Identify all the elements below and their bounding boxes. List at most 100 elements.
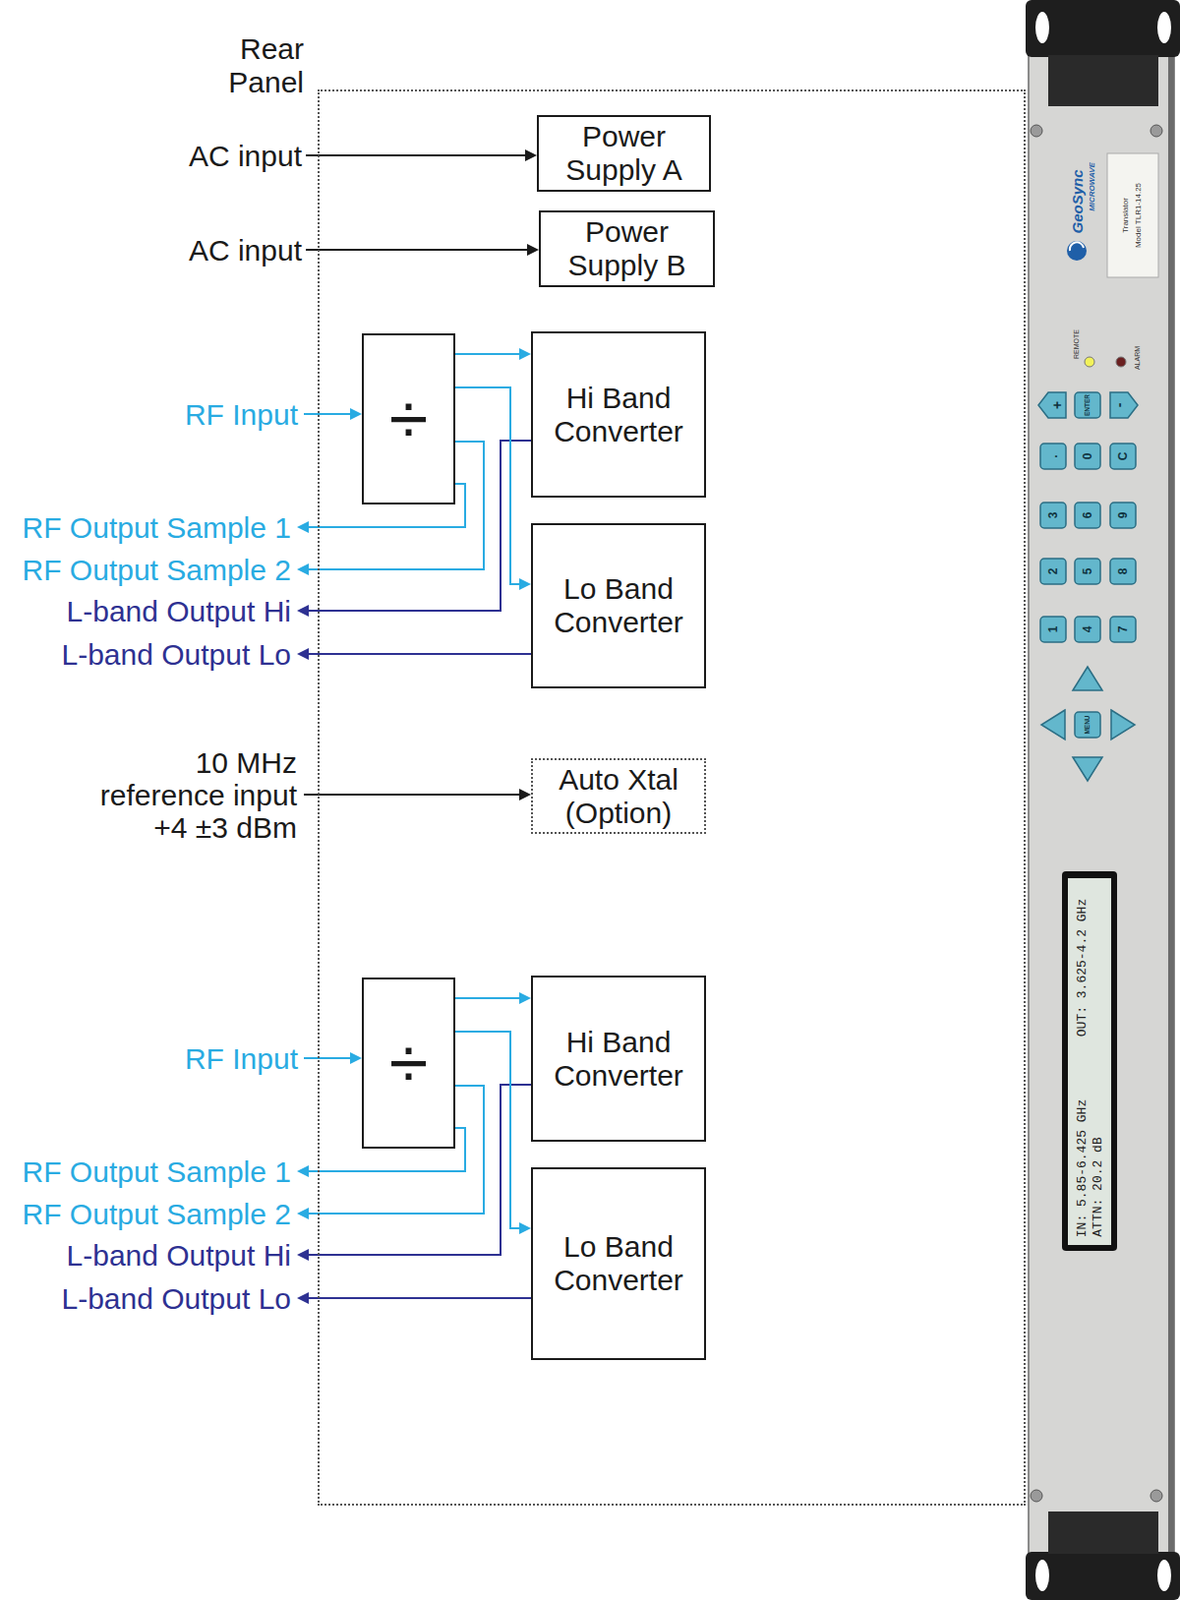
lcd-display [1062,871,1118,1251]
front-panel [1048,1511,1159,1554]
lcd-text: OUT: 3.625-4.2 GHz [1075,898,1089,1037]
key-label: 9 [1117,512,1129,520]
keypad-key [1110,502,1136,529]
key-label: . [1047,454,1060,458]
reference-wire [303,788,531,801]
signal-label: L-band Output Hi [66,594,292,628]
key-label: 8 [1117,568,1129,576]
signal-label: RF Output Sample 1 [22,511,292,544]
box-label: Lo Band Converter [549,572,688,639]
keypad-key [1038,392,1066,418]
front-panel [1025,0,1180,1600]
key-label: - [1112,403,1126,409]
signal-label: L-band Output Lo [60,638,292,671]
keypad-key [1111,709,1135,740]
logo-swirl [1069,241,1084,251]
signal-connector [455,992,531,1004]
l-band-wire [296,1248,309,1261]
connector-line [455,997,521,1000]
signal-label: RF Output Sample 2 [22,553,292,587]
power-supply-box: Power Supply A [536,115,711,191]
rf-wire [296,1207,309,1220]
rf-wire [296,1165,309,1178]
brand-logo: GeoSync [1069,169,1085,234]
arrow-head [519,992,531,1004]
signal-connector [455,387,531,590]
front-panel [1025,0,1180,58]
keypad-key [1040,502,1066,529]
rf-wire [303,1057,352,1060]
key-label: MENU [1084,714,1092,734]
input-label: AC input [188,234,302,267]
keypad-key [1110,558,1136,585]
l-band-wire [296,1292,309,1304]
front-panel [1035,1559,1050,1592]
lcd-display [1067,878,1112,1245]
l-band-wire [307,652,531,655]
keypad-key [1110,443,1136,470]
front-panel [1150,1489,1163,1502]
rear-panel-outline: Rear PanelPower Supply APower Supply B÷H… [317,89,1026,1506]
power-wire [525,149,537,162]
keypad-key [1110,392,1138,418]
lcd-text: IN: 5.85-6.425 GHz [1075,1099,1089,1238]
power-wire [305,154,527,157]
box-label: Auto Xtal (Option) [549,763,688,829]
rf-wire [350,408,362,420]
arrow-head [519,578,531,590]
status-led [1084,356,1126,367]
panel-heading: Rear Panel [205,32,304,99]
front-panel [1168,39,1175,1564]
l-band-wire [307,1297,531,1299]
divider-symbol: ÷ [389,383,429,455]
signal-label: L-band Output Hi [66,1239,292,1272]
front-panel [1025,1551,1180,1600]
rf-wire [350,1052,362,1064]
box-label: Power Supply A [555,119,694,186]
signal-label: RF Input [184,398,298,431]
key-label: 1 [1047,626,1060,634]
keypad-key [1074,616,1101,643]
box-label: Lo Band Converter [549,1230,688,1297]
arrow-head [519,1222,531,1235]
converter-box: Hi Band Converter [531,331,707,498]
reference-wire [303,793,521,796]
box-label: Hi Band Converter [549,381,688,448]
l-band-wire [296,648,309,660]
box-label: Power Supply B [558,215,697,282]
status-led [1084,356,1095,367]
logo-swirl [1066,240,1087,261]
connector-line [455,1031,521,1229]
converter-box: Lo Band Converter [531,1167,707,1360]
front-panel [1157,11,1172,44]
keypad-key [1040,616,1066,643]
logo-swirl [1066,240,1087,261]
keypad-key [1110,616,1136,643]
keypad-key [1040,443,1066,470]
key-label: 7 [1117,626,1129,634]
splitter-box: ÷ [361,333,456,505]
signal-connector [455,1031,531,1235]
arrow-head [519,348,531,360]
key-label: 3 [1047,512,1060,520]
power-wire [527,243,539,256]
front-panel [1030,1489,1043,1502]
front-panel [1030,124,1043,137]
key-label: C [1117,452,1129,462]
key-label: 6 [1081,512,1094,520]
signal-label: L-band Output Lo [60,1282,292,1315]
model-label: Translator [1121,197,1130,234]
keypad-key [1074,711,1101,738]
keypad-key [1074,443,1101,470]
keypad-key [1041,709,1065,740]
status-led [1116,356,1126,367]
key-label: 4 [1081,626,1094,634]
front-panel [1048,55,1159,107]
brand-logo: MICROWAVE [1088,162,1097,212]
reference-wire [519,788,531,801]
led-label: REMOTE [1072,329,1080,359]
power-wire [305,149,539,256]
front-panel [1150,124,1163,137]
lcd-text: ATTN: 20.2 dB [1091,1136,1105,1237]
